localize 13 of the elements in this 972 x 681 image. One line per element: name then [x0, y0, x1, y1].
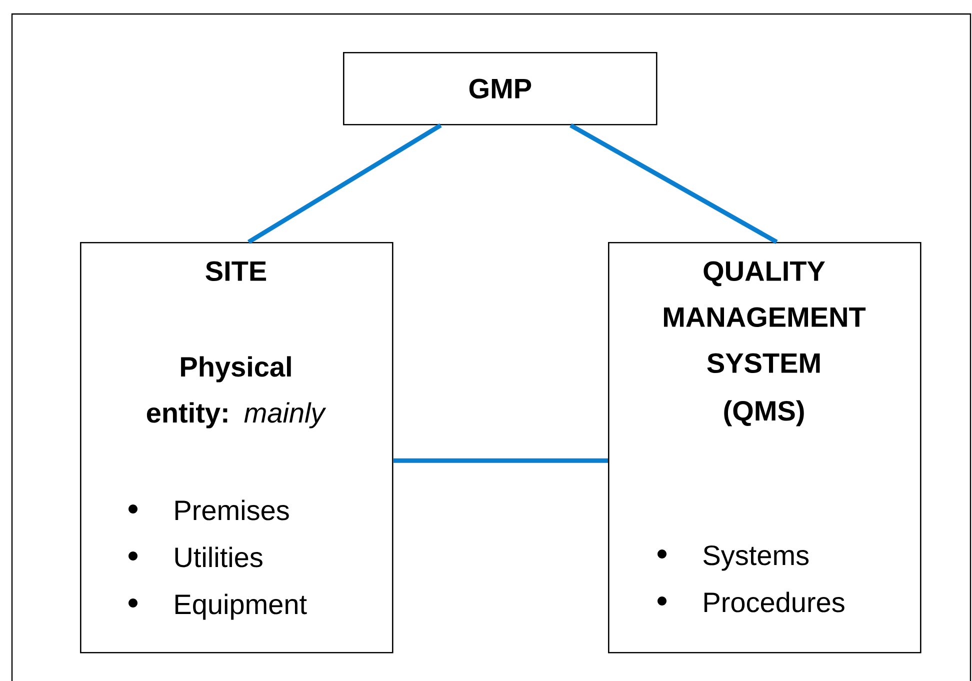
list-item: Utilities	[128, 546, 262, 568]
heading: SITE	[206, 261, 266, 282]
connector-line	[570, 123, 778, 244]
heading: QUALITY MANAGEMENT SYSTEM	[664, 261, 866, 374]
connector-line	[393, 458, 608, 463]
list-item: Systems	[658, 545, 809, 571]
connector-line	[247, 123, 442, 244]
list-item: Equipment	[128, 594, 307, 620]
list-item: Procedures	[658, 592, 844, 612]
description: Physical entity: mainly	[146, 356, 326, 428]
list-item: Premises	[128, 500, 289, 520]
heading: (QMS)	[724, 400, 804, 426]
label-box: GMP	[343, 52, 658, 126]
